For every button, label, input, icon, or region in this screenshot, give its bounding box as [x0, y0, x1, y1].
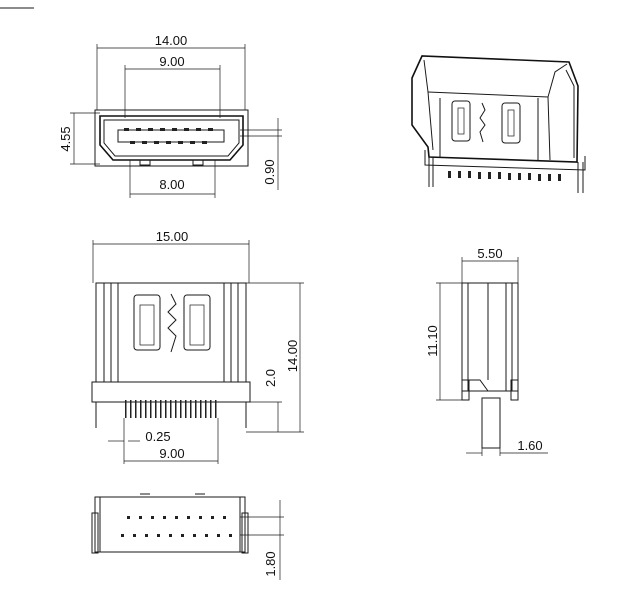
- top-tail-dimension: 2.0: [263, 369, 278, 387]
- top-pin-span-dimension: 9.00: [159, 446, 184, 461]
- bottom-view-dimensions: [240, 500, 284, 580]
- top-length-dimension: 14.00: [285, 340, 300, 373]
- side-view: [461, 282, 519, 449]
- top-pin-width-dimension: 0.25: [145, 429, 170, 444]
- side-pin-dimension: 1.60: [517, 438, 542, 453]
- top-view-dimensions: [92, 240, 304, 464]
- bottom-view: [91, 493, 249, 554]
- top-view: [91, 282, 251, 428]
- side-width-dimension: 5.50: [477, 246, 502, 261]
- bottom-pitch-dimension: 1.80: [263, 551, 278, 576]
- front-bottom-width-dimension: 8.00: [159, 177, 184, 192]
- side-height-dimension: 11.10: [425, 325, 440, 357]
- top-width-dimension: 15.00: [156, 229, 189, 244]
- side-view-dimensions: [436, 257, 548, 456]
- front-view: [94, 109, 249, 167]
- front-dimensions: [70, 44, 282, 198]
- isometric-view: [411, 55, 586, 193]
- front-inner-width-dimension: 9.00: [159, 54, 184, 69]
- front-pin-pitch-dimension: 0.90: [262, 159, 277, 184]
- front-height-dimension: 4.55: [58, 126, 73, 151]
- front-width-dimension: 14.00: [155, 33, 188, 48]
